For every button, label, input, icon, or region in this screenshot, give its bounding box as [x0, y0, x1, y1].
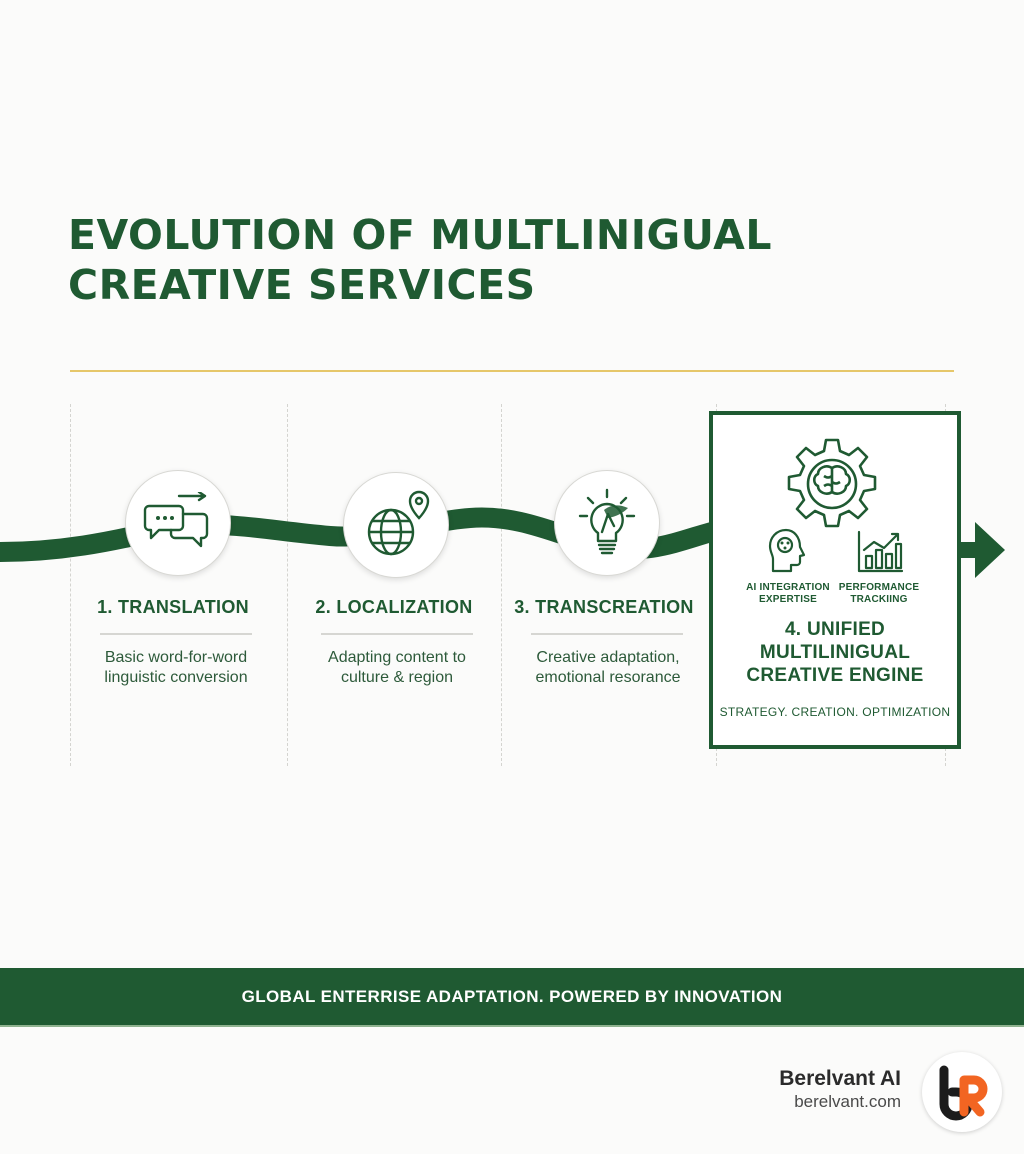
- gear-brain-icon: [787, 438, 877, 528]
- lightbulb-icon: [578, 488, 636, 555]
- engine-title-line: CREATIVE ENGINE: [746, 665, 924, 686]
- feature-label: PERFORMANCE TRACKIING: [834, 582, 924, 606]
- brand-url[interactable]: berelvant.com: [794, 1092, 901, 1111]
- stage-rule: [531, 633, 683, 635]
- stage-description: Creative adaptation, emotional resorance: [503, 648, 713, 688]
- engine-title: 4. UNIFIED MULTILINIGUAL CREATIVE ENGINE: [709, 618, 961, 687]
- footer-tagline: GLOBAL ENTERRISE ADAPTATION. POWERED BY …: [241, 986, 783, 1006]
- engine-subtitle: STRATEGY. CREATION. OPTIMIZATION: [719, 705, 951, 719]
- stage-rule: [100, 633, 252, 635]
- stage-description: Adapting content to culture & region: [292, 648, 502, 688]
- speech-bubbles-icon: [143, 492, 209, 548]
- engine-title-line: MULTILINIGUAL: [759, 642, 911, 663]
- title-divider: [70, 370, 954, 372]
- feature-label-line: TRACKIING: [850, 594, 908, 605]
- logo-mark-icon: [939, 1065, 988, 1121]
- stage-label: 1. TRANSLATION: [97, 597, 249, 617]
- title-line-1: EVOLUTION OF MULTLINIGUAL: [68, 211, 773, 259]
- stage-desc-line: emotional resorance: [535, 669, 681, 686]
- stage-desc-line: Basic word-for-word: [104, 649, 248, 666]
- column-divider: [501, 404, 502, 766]
- stage-desc-line: culture & region: [340, 669, 454, 686]
- stage-label: 2. LOCALIZATION: [315, 597, 473, 617]
- feature-label-line: EXPERTISE: [759, 594, 817, 605]
- title-line-2: CREATIVE SERVICES: [68, 261, 536, 309]
- localization-icon-circle: [343, 472, 449, 578]
- globe-pin-icon: [367, 490, 430, 556]
- stage-description: Basic word-for-word linguistic conversio…: [71, 648, 281, 688]
- stage-label: 3. TRANSCREATION: [514, 597, 694, 617]
- brand-name: Berelvant AI: [779, 1067, 901, 1090]
- brand-logo: [922, 1052, 1002, 1132]
- feature-label: AI INTEGRATION EXPERTISE: [743, 582, 833, 606]
- stage-rule: [321, 633, 473, 635]
- page-title: EVOLUTION OF MULTLINIGUAL CREATIVE SERVI…: [68, 210, 772, 310]
- column-divider: [70, 404, 71, 766]
- transcreation-icon-circle: [554, 470, 660, 576]
- translation-icon-circle: [125, 470, 231, 576]
- feature-label-line: AI INTEGRATION: [746, 582, 830, 593]
- flow-arrow-head: [975, 522, 1005, 578]
- engine-title-line: 4. UNIFIED: [784, 619, 886, 640]
- ai-head-icon: [768, 528, 806, 573]
- stage-desc-line: Creative adaptation,: [536, 649, 680, 666]
- footer-band: GLOBAL ENTERRISE ADAPTATION. POWERED BY …: [0, 968, 1024, 1027]
- stage-desc-line: Adapting content to: [328, 649, 466, 666]
- feature-label-line: PERFORMANCE: [838, 582, 920, 593]
- column-divider: [287, 404, 288, 766]
- bar-chart-icon: [857, 530, 904, 573]
- stage-desc-line: linguistic conversion: [104, 669, 248, 686]
